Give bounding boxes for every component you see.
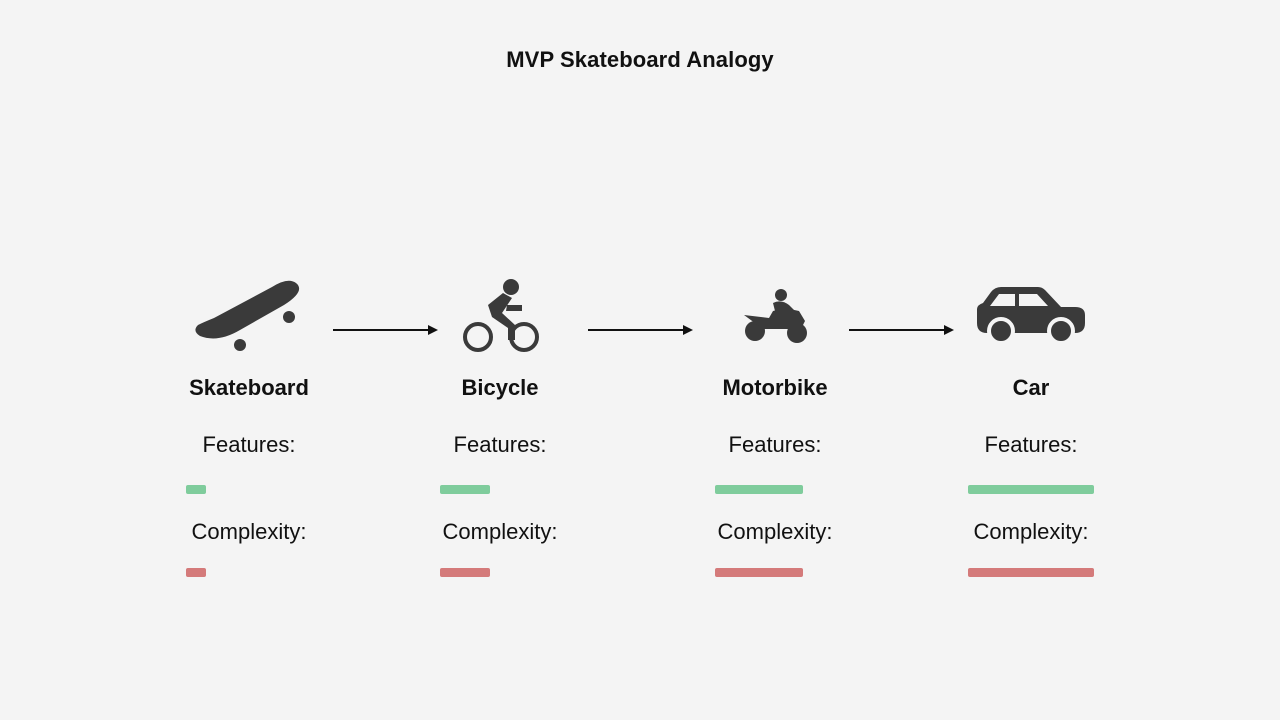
complexity-bar-car <box>968 568 1094 577</box>
complexity-bar-bicycle <box>440 568 490 577</box>
features-label-motorbike: Features: <box>728 432 822 457</box>
complexity-bar-skateboard <box>186 568 206 577</box>
progression-arrow <box>587 321 697 339</box>
stage-name-car: Car <box>1012 375 1050 400</box>
features-bar-bicycle <box>440 485 490 494</box>
car-icon <box>971 275 1091 355</box>
features-label-bicycle: Features: <box>453 432 547 457</box>
complexity-label-bicycle: Complexity: <box>442 519 558 544</box>
motorbike-icon <box>715 275 835 355</box>
features-bar-skateboard <box>186 485 206 494</box>
diagram-title: MVP Skateboard Analogy <box>506 47 774 72</box>
complexity-bar-motorbike <box>715 568 803 577</box>
stage-name-skateboard: Skateboard <box>189 375 309 400</box>
bicycle-icon <box>440 275 560 355</box>
features-label-skateboard: Features: <box>202 432 296 457</box>
skateboard-icon <box>188 275 308 355</box>
features-label-car: Features: <box>984 432 1078 457</box>
progression-arrow <box>332 321 442 339</box>
stage-name-bicycle: Bicycle <box>461 375 539 400</box>
progression-arrow <box>848 321 958 339</box>
features-bar-motorbike <box>715 485 803 494</box>
complexity-label-skateboard: Complexity: <box>191 519 307 544</box>
complexity-label-motorbike: Complexity: <box>717 519 833 544</box>
stage-name-motorbike: Motorbike <box>722 375 828 400</box>
complexity-label-car: Complexity: <box>973 519 1089 544</box>
features-bar-car <box>968 485 1094 494</box>
